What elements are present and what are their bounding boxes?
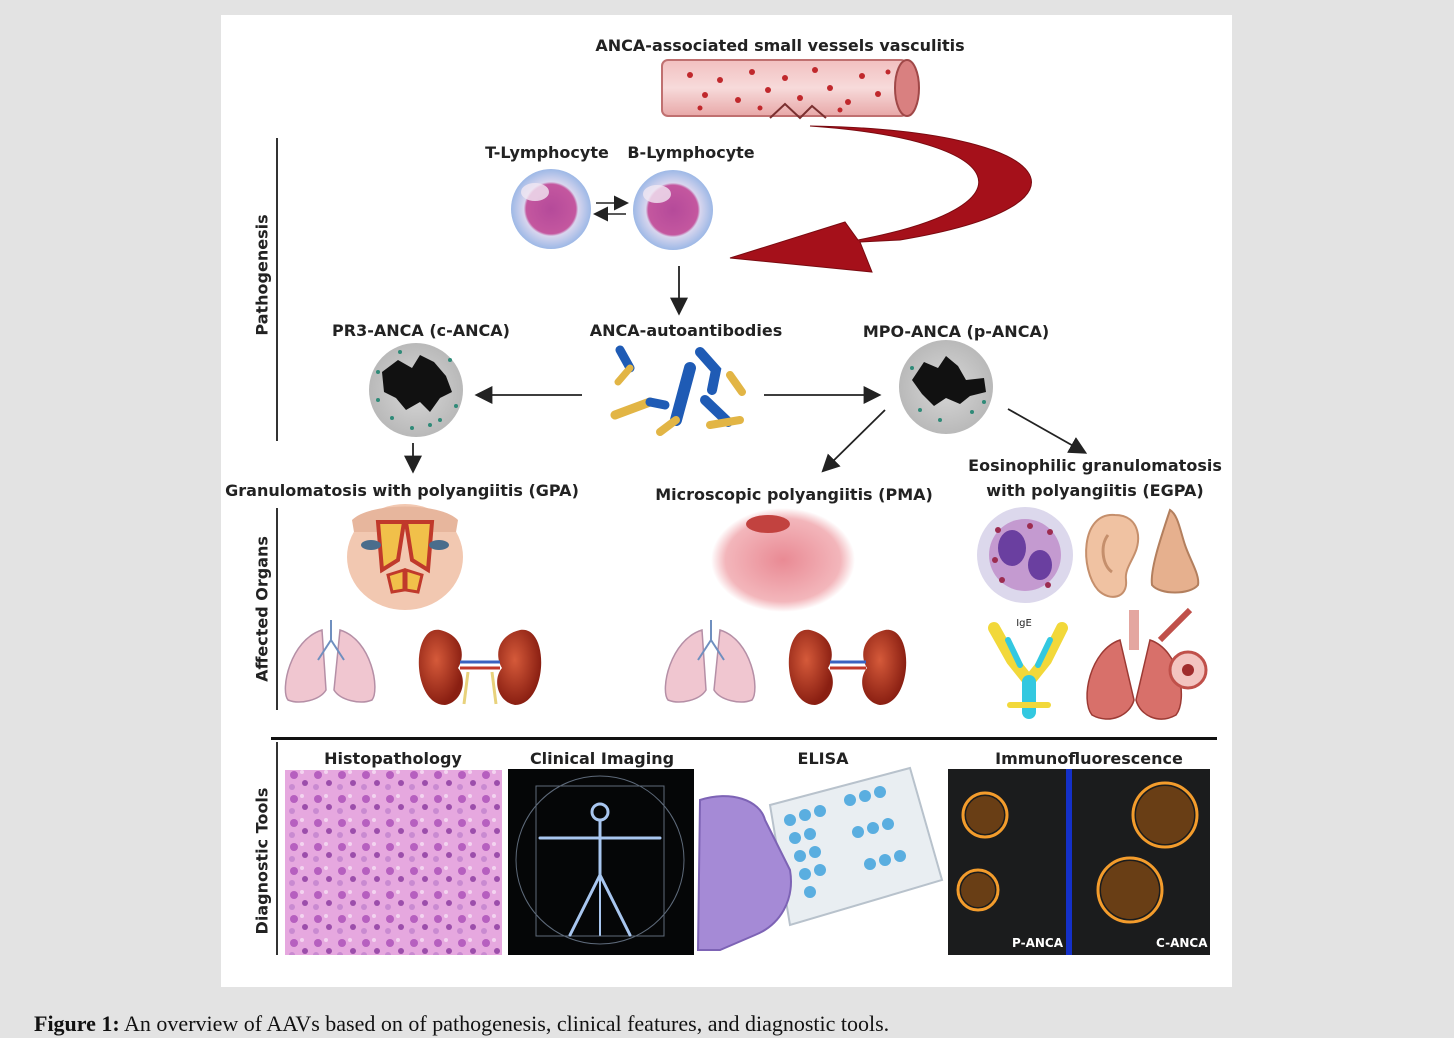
- clinical-imaging-image: [508, 769, 694, 955]
- pathogenesis-divider: [276, 138, 278, 441]
- kidneys-pma-illustration: [788, 629, 907, 705]
- histopathology-image: [285, 770, 502, 955]
- ear-illustration: [1085, 513, 1140, 598]
- diagram-title: ANCA-associated small vessels vasculitis: [595, 36, 965, 55]
- pathogenesis-section-label: Pathogenesis: [252, 214, 272, 336]
- affected-organs-section-label: Affected Organs: [252, 536, 272, 682]
- mpo-antigen-illustration: [899, 340, 993, 434]
- pr3-anca-label: PR3-ANCA (c-ANCA): [332, 321, 510, 340]
- gpa-label: Granulomatosis with polyangiitis (GPA): [225, 481, 579, 500]
- t-lymphocyte-cell: [511, 169, 591, 249]
- flow-arrows: [404, 266, 1088, 474]
- b-lymphocyte-label: B-Lymphocyte: [627, 143, 755, 162]
- elisa-plate-image: [696, 766, 944, 951]
- histopathology-label: Histopathology: [324, 749, 462, 768]
- egpa-label-line2: with polyangiitis (EGPA): [986, 481, 1204, 500]
- lungs-egpa-illustration: [1086, 607, 1208, 720]
- egpa-label-line1: Eosinophilic granulomatosis: [968, 456, 1222, 475]
- immunofluorescence-label: Immunofluorescence: [995, 749, 1183, 768]
- kidneys-gpa-illustration: [418, 629, 542, 705]
- diagnostic-divider: [276, 742, 278, 955]
- pma-label: Microscopic polyangiitis (PMA): [655, 485, 933, 504]
- eosinophil-illustration: [977, 507, 1073, 603]
- caption-label: Figure 1:: [34, 1011, 120, 1036]
- affected-organs-divider: [276, 508, 278, 710]
- figure-caption: Figure 1: An overview of AAVs based on o…: [34, 1011, 889, 1037]
- blood-vessel-illustration: [661, 59, 920, 120]
- diagnostic-separator: [271, 737, 1217, 740]
- face-sinus-illustration: [347, 504, 463, 610]
- anca-autoantibodies-label: ANCA-autoantibodies: [589, 321, 783, 340]
- t-lymphocyte-label: T-Lymphocyte: [485, 143, 609, 162]
- curved-red-arrow: [729, 125, 1032, 273]
- clinical-imaging-label: Clinical Imaging: [529, 749, 675, 768]
- lungs-pma-illustration: [664, 620, 756, 703]
- ige-antibody-illustration: [988, 622, 1068, 719]
- exchange-arrows: [593, 195, 629, 222]
- lungs-gpa-illustration: [284, 620, 376, 703]
- b-lymphocyte-cell: [633, 170, 713, 250]
- anca-antibodies-illustration: [610, 345, 746, 436]
- ige-label: IgE: [1016, 618, 1032, 629]
- pr3-antigen-illustration: [369, 343, 463, 437]
- immunofluorescence-image: [948, 769, 1210, 955]
- elisa-label: ELISA: [797, 749, 849, 768]
- oral-lesion-illustration: [711, 508, 855, 612]
- p-anca-label: P-ANCA: [1012, 936, 1063, 950]
- diagnostic-tools-section-label: Diagnostic Tools: [252, 787, 272, 935]
- c-anca-label: C-ANCA: [1156, 936, 1208, 950]
- nose-illustration: [1150, 508, 1200, 594]
- caption-text: An overview of AAVs based on of pathogen…: [119, 1011, 890, 1036]
- mpo-anca-label: MPO-ANCA (p-ANCA): [862, 322, 1050, 341]
